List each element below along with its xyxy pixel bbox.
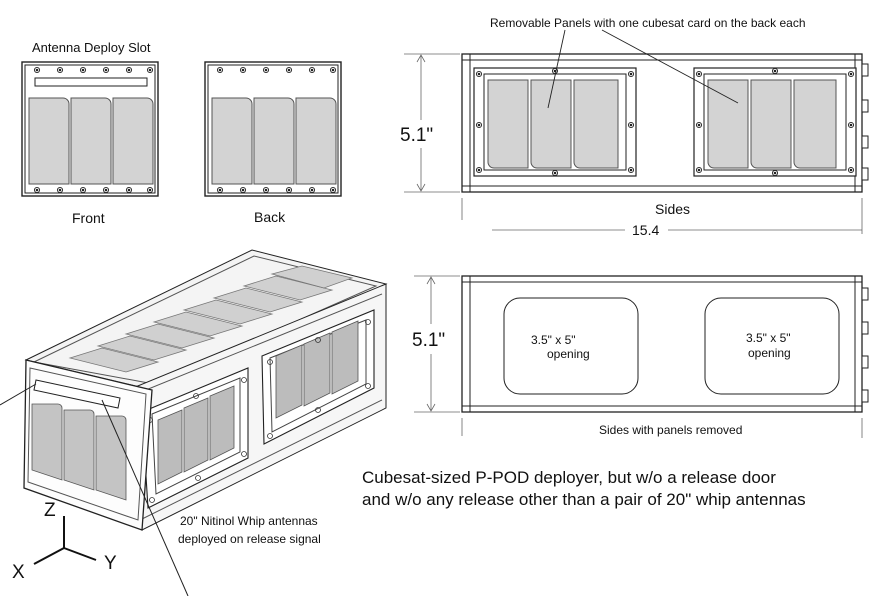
opening-left bbox=[503, 297, 639, 395]
side-view-dimensions bbox=[404, 53, 863, 234]
opening-right-word: opening bbox=[748, 346, 791, 360]
antenna-note-line-1: 20" Nitinol Whip antennas bbox=[180, 514, 318, 528]
opening-left-size: 3.5" x 5" bbox=[531, 333, 576, 347]
side-view-with-panels bbox=[461, 53, 869, 193]
back-label: Back bbox=[254, 209, 286, 225]
front-view bbox=[21, 61, 159, 197]
height-dimension-bottom: 5.1" bbox=[412, 330, 446, 351]
front-label: Front bbox=[72, 210, 105, 226]
axis-x-label: X bbox=[12, 562, 25, 583]
panel-callout-lines bbox=[547, 29, 739, 109]
description-line-1: Cubesat-sized P-POD deployer, but w/o a … bbox=[362, 468, 776, 487]
opening-right-size: 3.5" x 5" bbox=[746, 331, 791, 345]
length-dimension: 15.4 bbox=[632, 222, 660, 238]
removable-panels-label: Removable Panels with one cubesat card o… bbox=[490, 16, 806, 30]
axis-x-line bbox=[33, 547, 65, 565]
antenna-wire-left bbox=[0, 383, 37, 406]
description-line-2: and w/o any release other than a pair of… bbox=[362, 490, 806, 509]
axis-y-label: Y bbox=[104, 553, 117, 574]
antenna-wire-right bbox=[101, 399, 189, 596]
side-view-panels-removed bbox=[461, 275, 869, 413]
description-text: Cubesat-sized P-POD deployer, but w/o a … bbox=[362, 467, 862, 511]
axis-y-line bbox=[63, 547, 97, 561]
coordinate-axes bbox=[33, 516, 97, 565]
antenna-note-line-2: deployed on release signal bbox=[178, 532, 321, 546]
axis-z-label: Z bbox=[44, 500, 56, 521]
sides-label: Sides bbox=[655, 201, 691, 217]
antenna-deploy-slot-label: Antenna Deploy Slot bbox=[32, 40, 151, 55]
top-face-cards bbox=[68, 265, 354, 373]
sides-removed-label: Sides with panels removed bbox=[599, 423, 743, 437]
opening-left-word: opening bbox=[547, 347, 590, 361]
height-dimension-top: 5.1" bbox=[400, 125, 434, 146]
isometric-view bbox=[0, 249, 388, 596]
iso-antenna-slot bbox=[33, 379, 121, 409]
panels-removed-dimensions bbox=[414, 275, 863, 438]
back-view bbox=[204, 61, 342, 197]
opening-right bbox=[704, 297, 840, 395]
antenna-deploy-slot bbox=[34, 77, 148, 87]
